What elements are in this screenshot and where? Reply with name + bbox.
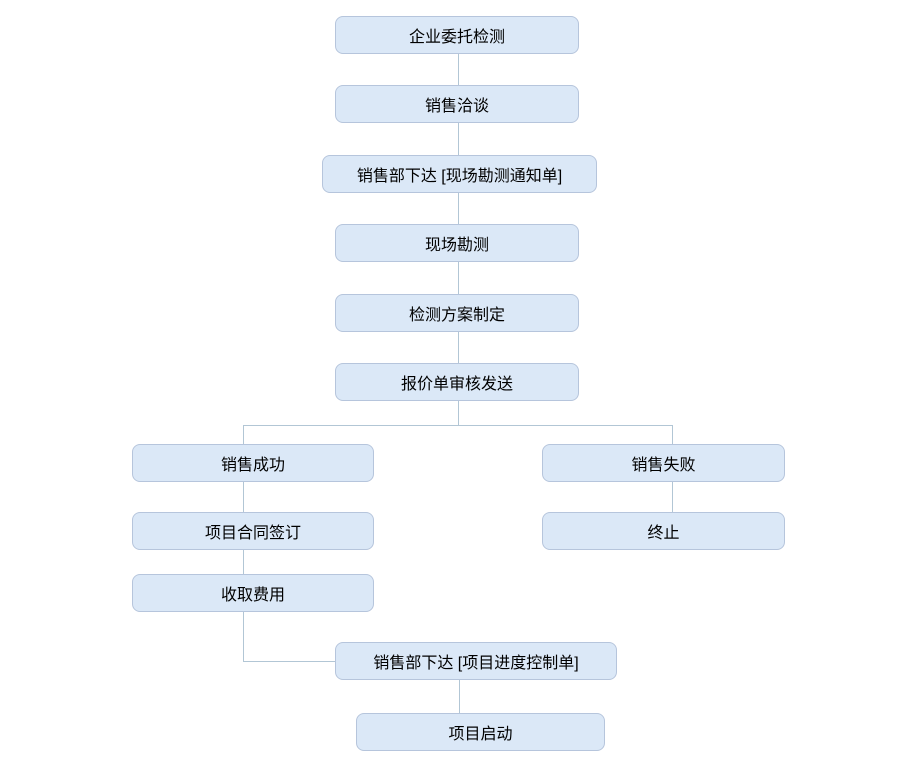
- node-label: 项目启动: [448, 726, 513, 743]
- node-label: 企业委托检测: [408, 29, 505, 46]
- node-terminate: 终止: [542, 512, 785, 550]
- node-label: 项目合同签订: [204, 525, 301, 542]
- connector-n5-n6: [458, 332, 459, 363]
- node-label: 销售部下达 [现场勘测通知单]: [356, 168, 563, 185]
- node-label: 销售失败: [631, 457, 696, 474]
- connector-n2-n3: [458, 123, 459, 155]
- node-quotation-review-send: 报价单审核发送: [335, 363, 579, 401]
- node-testing-plan-formulation: 检测方案制定: [335, 294, 579, 332]
- connector-n9-n11: [243, 550, 244, 574]
- node-label: 收取费用: [220, 587, 285, 604]
- node-label: 终止: [647, 525, 680, 542]
- connector-n6-branch: [458, 401, 459, 425]
- node-label: 销售部下达 [项目进度控制单]: [373, 655, 579, 672]
- node-sales-dept-issues-project-progress-control-sheet: 销售部下达 [项目进度控制单]: [335, 642, 617, 680]
- connector-n12-n13: [459, 680, 460, 713]
- node-label: 现场勘测: [424, 237, 489, 254]
- connector-n3-n4: [458, 193, 459, 224]
- connector-n11-n12-horizontal: [243, 661, 335, 662]
- connector-branch-n7: [243, 426, 244, 444]
- node-enterprise-commissioned-testing: 企业委托检测: [335, 16, 579, 54]
- connector-n11-down: [243, 612, 244, 662]
- node-sales-negotiation: 销售洽谈: [335, 85, 579, 123]
- node-label: 报价单审核发送: [400, 376, 513, 393]
- connector-n4-n5: [458, 262, 459, 294]
- node-sales-success: 销售成功: [132, 444, 374, 482]
- connector-branch-n8: [672, 426, 673, 444]
- node-project-launch: 项目启动: [356, 713, 605, 751]
- node-label: 销售洽谈: [424, 98, 489, 115]
- node-sales-failure: 销售失败: [542, 444, 785, 482]
- connector-n8-n10: [672, 482, 673, 512]
- node-collect-fees: 收取费用: [132, 574, 374, 612]
- connector-n1-n2: [458, 54, 459, 85]
- node-site-survey: 现场勘测: [335, 224, 579, 262]
- node-label: 检测方案制定: [408, 307, 505, 324]
- node-label: 销售成功: [220, 457, 285, 474]
- node-sales-dept-issues-site-survey-notice: 销售部下达 [现场勘测通知单]: [322, 155, 597, 193]
- connector-n7-n9: [243, 482, 244, 512]
- node-project-contract-signing: 项目合同签订: [132, 512, 374, 550]
- connector-branch-horizontal: [243, 425, 673, 426]
